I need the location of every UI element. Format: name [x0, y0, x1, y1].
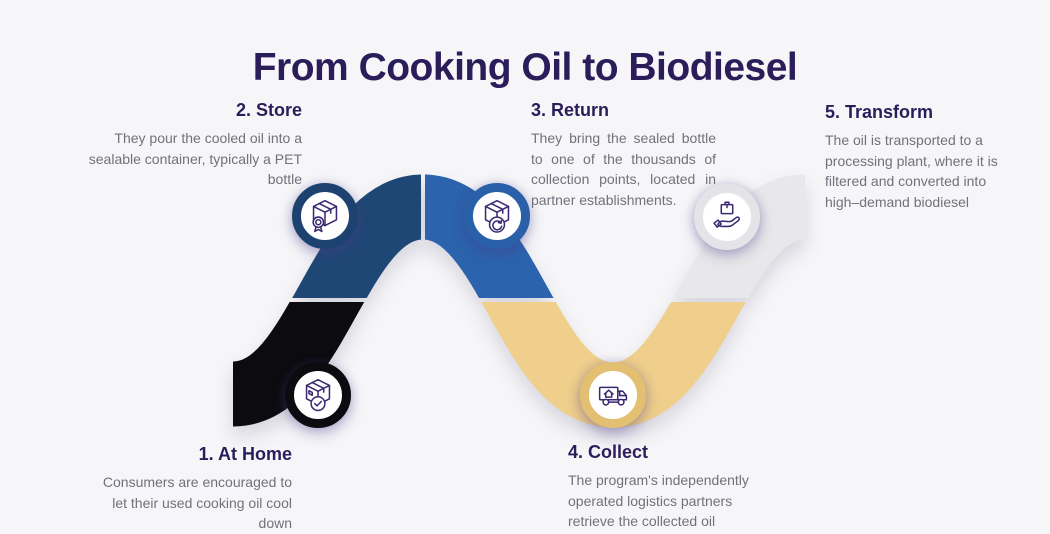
step-block-store: 2. Store They pour the cooled oil into a…	[87, 100, 302, 190]
step-heading-store: 2. Store	[235, 100, 302, 120]
step-heading-return: 3. Return	[531, 100, 610, 120]
ribbon-segment-store	[292, 174, 421, 298]
node-return	[464, 183, 530, 249]
step-block-transform: 5. Transform The oil is transported to a…	[825, 102, 1020, 212]
box-return-icon	[484, 199, 510, 233]
node-at-home	[285, 362, 351, 428]
step-block-collect: 4. Collect The program's independently o…	[568, 442, 778, 532]
box-check-icon	[305, 378, 331, 412]
box-seal-icon	[312, 199, 338, 233]
ribbon-segment-transform	[673, 174, 805, 298]
step-body-at-home: Consumers are encouraged to let their us…	[102, 474, 292, 531]
step-body-return: They bring the sealed bottle to one of t…	[531, 130, 716, 208]
node-collect	[580, 362, 646, 428]
node-transform	[694, 184, 760, 250]
step-heading-transform: 5. Transform	[825, 102, 934, 122]
step-body-transform: The oil is transported to a processing p…	[825, 132, 998, 210]
step-body-collect: The program's independently operated log…	[568, 472, 749, 529]
step-block-at-home: 1. At Home Consumers are encouraged to l…	[87, 444, 292, 534]
hand-box-icon	[713, 201, 741, 228]
page-title: From Cooking Oil to Biodiesel	[252, 46, 798, 90]
node-store	[292, 183, 358, 249]
delivery-truck-icon	[598, 386, 628, 406]
step-block-return: 3. Return They bring the sealed bottle t…	[531, 100, 716, 210]
ribbon-segment-at-home	[230, 302, 365, 427]
step-heading-at-home: 1. At Home	[198, 444, 292, 464]
step-body-store: They pour the cooled oil into a sealable…	[88, 130, 302, 187]
step-heading-collect: 4. Collect	[568, 442, 649, 462]
